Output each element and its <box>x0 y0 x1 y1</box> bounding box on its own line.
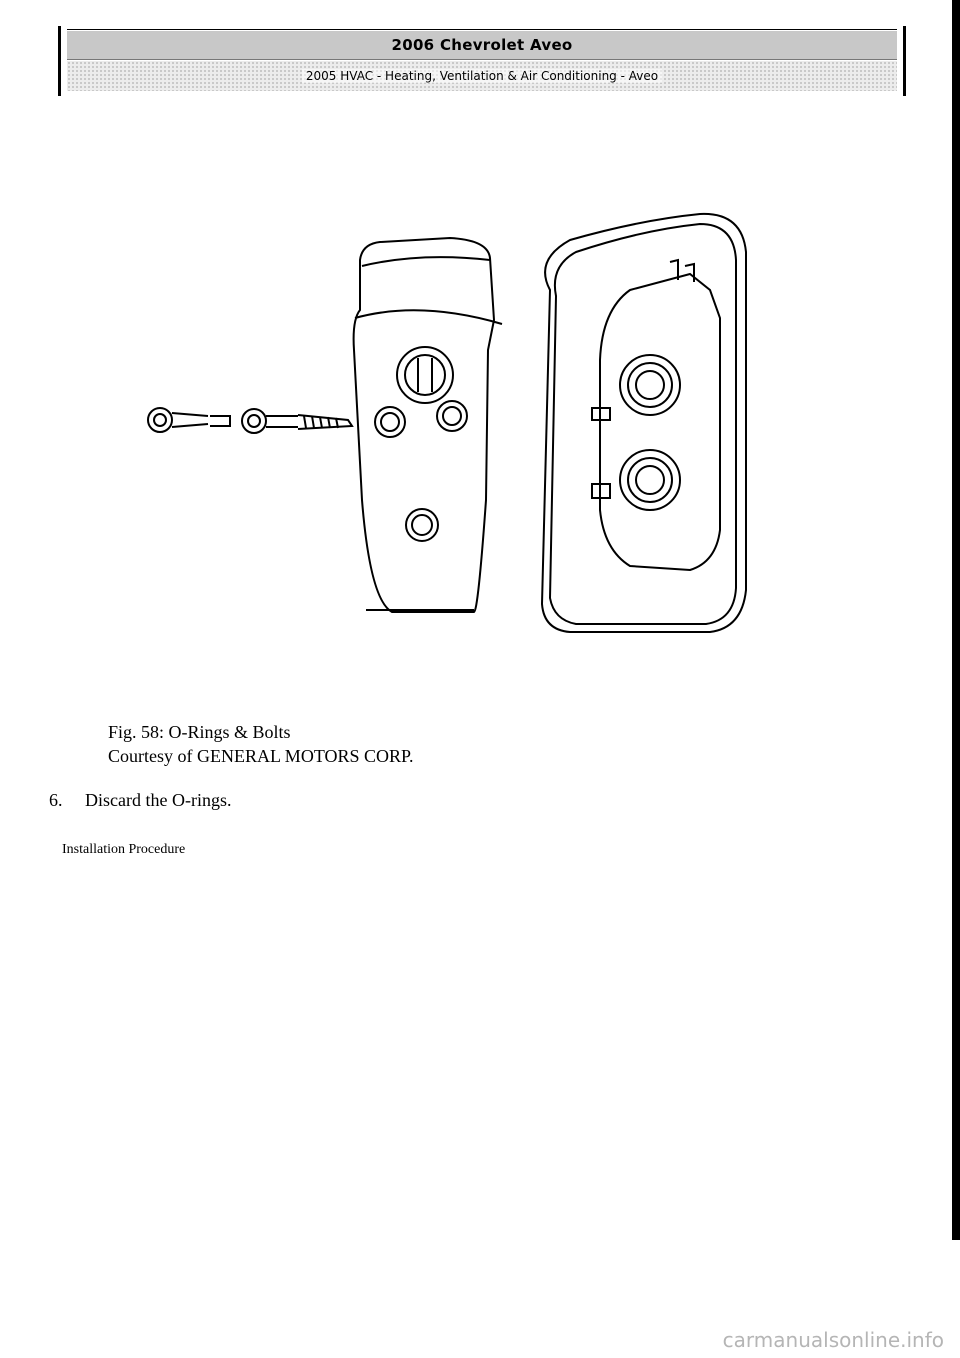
section-heading: Installation Procedure <box>62 842 186 857</box>
document-header: 2006 Chevrolet Aveo 2005 HVAC - Heating,… <box>58 26 906 96</box>
header-subtitle-band: 2005 HVAC - Heating, Ventilation & Air C… <box>67 61 897 91</box>
step-text: Discard the O-rings. <box>85 790 232 810</box>
evaporator-housing-illustration <box>540 212 747 633</box>
bolt-and-o-rings-illustration <box>147 407 354 434</box>
o-rings-bolts-illustration <box>147 212 747 633</box>
header-title-band: 2006 Chevrolet Aveo <box>67 31 897 60</box>
document-title: 2006 Chevrolet Aveo <box>391 36 573 54</box>
page-edge-bar <box>952 0 960 1240</box>
expansion-valve-illustration <box>352 236 503 613</box>
step-number: 6. <box>49 790 63 810</box>
header-rule <box>67 29 897 30</box>
procedure-step: 6. Discard the O-rings. <box>49 790 231 811</box>
watermark: carmanualsonline.info <box>722 1328 944 1352</box>
figure-o-rings-bolts <box>130 200 780 650</box>
figure-caption-title: Fig. 58: O-Rings & Bolts <box>108 722 291 742</box>
document-subtitle: 2005 HVAC - Heating, Ventilation & Air C… <box>301 69 663 83</box>
figure-caption-credit: Courtesy of GENERAL MOTORS CORP. <box>108 746 414 766</box>
figure-caption: Fig. 58: O-Rings & Bolts Courtesy of GEN… <box>108 720 414 768</box>
